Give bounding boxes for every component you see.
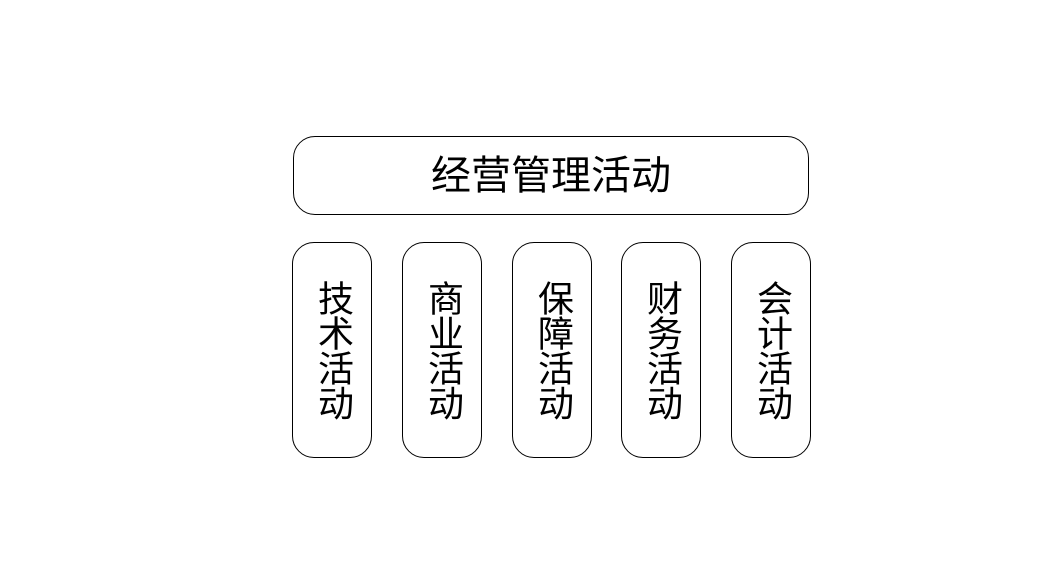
child-node-technical: 技术活动	[292, 242, 372, 458]
child-node-security: 保障活动	[512, 242, 592, 458]
child-node-label: 商业活动	[422, 280, 463, 420]
root-node: 经营管理活动	[293, 136, 809, 215]
child-node-label: 会计活动	[751, 280, 792, 420]
child-node-accounting: 会计活动	[731, 242, 811, 458]
child-node-label: 财务活动	[641, 280, 682, 420]
child-node-label: 技术活动	[312, 280, 353, 420]
child-node-commercial: 商业活动	[402, 242, 482, 458]
child-node-financial: 财务活动	[621, 242, 701, 458]
root-node-label: 经营管理活动	[431, 152, 671, 199]
child-node-label: 保障活动	[532, 280, 573, 420]
